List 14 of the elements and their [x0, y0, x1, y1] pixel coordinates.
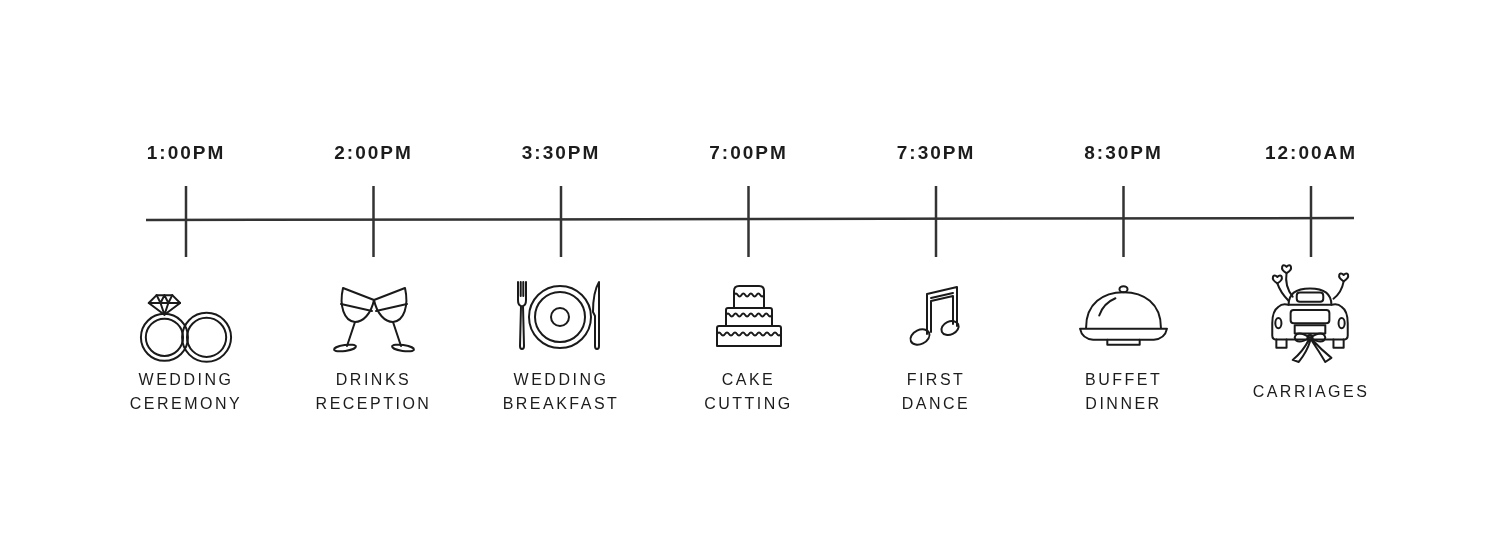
time-label: 1:00PM: [146, 142, 226, 164]
time-label: 7:00PM: [709, 142, 788, 164]
event-label: CAKE CUTTING: [704, 370, 793, 414]
time-label: 12:00AM: [1264, 142, 1358, 164]
event-label: BUFFET DINNER: [1085, 370, 1162, 414]
event-label: WEDDING CEREMONY: [129, 370, 243, 414]
time-label: 8:30PM: [1084, 142, 1163, 164]
event-label: FIRST DANCE: [901, 370, 971, 414]
time-label: 7:30PM: [896, 142, 976, 164]
event-label: WEDDING BREAKFAST: [502, 370, 620, 414]
time-label: 3:30PM: [521, 142, 601, 164]
event-label: DRINKS RECEPTION: [315, 370, 432, 414]
time-label: 2:00PM: [334, 142, 413, 164]
event-label: CARRIAGES: [1252, 382, 1370, 402]
